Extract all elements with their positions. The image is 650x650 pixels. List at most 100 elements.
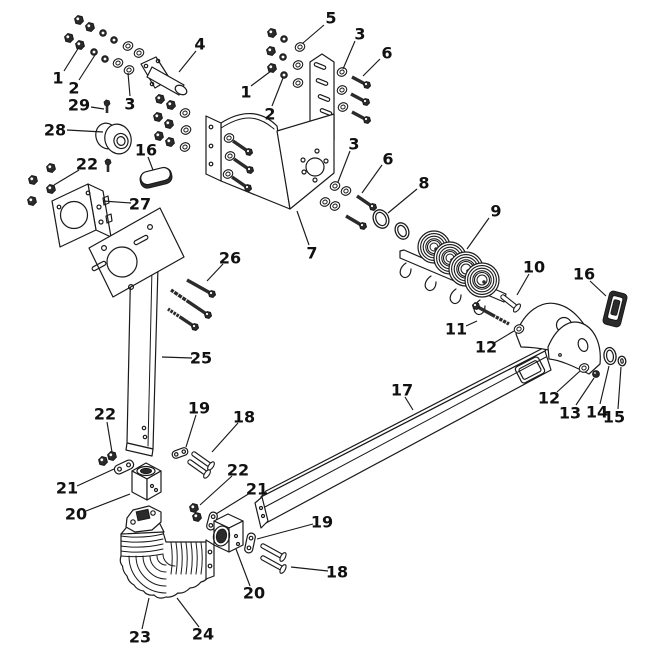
hex-nut <box>192 512 202 522</box>
callout-20-leader <box>235 548 251 587</box>
callout-26: 26 <box>206 249 241 282</box>
callout-2-leader <box>271 77 284 107</box>
callout-21-leader <box>76 468 115 487</box>
flat-washer <box>329 201 341 211</box>
callout-18-leader <box>290 566 329 572</box>
flat-washer <box>223 133 235 143</box>
callout-24-label: 24 <box>192 625 214 644</box>
callout-3-leader <box>337 150 351 183</box>
callout-22-leader <box>199 475 233 506</box>
callout-15-label: 15 <box>603 408 625 427</box>
hinge-pin <box>500 294 522 313</box>
callout-10-leader <box>516 273 530 296</box>
callout-8-leader <box>387 188 418 214</box>
callout-27-leader <box>102 200 132 204</box>
callout-6-leader <box>361 164 383 194</box>
callout-13-leader <box>575 377 595 406</box>
callout-1-leader <box>63 46 80 72</box>
callout-26-leader <box>206 263 224 282</box>
flat-washer <box>224 151 236 161</box>
flat-washer <box>179 142 191 152</box>
flat-washer <box>513 324 525 334</box>
part-16-end-cap-left <box>139 166 173 189</box>
callout-19-label: 19 <box>311 513 333 532</box>
callout-2-label: 2 <box>68 79 79 98</box>
callout-17-label: 17 <box>391 381 413 400</box>
hex-nut <box>98 456 108 466</box>
hex-bolt <box>233 157 255 175</box>
callout-22: 22 <box>199 461 249 506</box>
hex-nut <box>28 175 38 185</box>
callout-7: 7 <box>296 210 318 263</box>
callout-19-leader <box>256 523 314 540</box>
callout-22-label: 22 <box>227 461 249 480</box>
hex-nut <box>165 137 175 147</box>
flat-washer <box>179 108 191 118</box>
hex-nut <box>64 33 74 43</box>
callout-18-label: 18 <box>233 408 255 427</box>
callout-3: 3 <box>124 72 136 114</box>
callout-12-leader <box>556 370 581 393</box>
callout-12-leader <box>493 330 515 344</box>
callout-12: 12 <box>475 330 515 357</box>
flat-washer <box>180 125 192 135</box>
hex-nut <box>266 46 276 56</box>
callout-2-label: 2 <box>264 105 275 124</box>
hex-bolt <box>351 75 372 90</box>
callout-28-label: 28 <box>44 121 66 140</box>
callout-8-label: 8 <box>418 174 429 193</box>
hex-nut <box>75 40 85 50</box>
hex-nut <box>27 196 37 206</box>
callout-2: 2 <box>264 77 284 124</box>
callout-20-label: 20 <box>243 584 265 603</box>
hex-nut <box>107 451 117 461</box>
callout-20-label: 20 <box>65 505 87 524</box>
callout-21-label: 21 <box>246 480 268 499</box>
callout-28-leader <box>66 129 104 133</box>
callout-12-label: 12 <box>538 389 560 408</box>
flat-washer <box>329 181 341 191</box>
o-ring <box>603 346 617 366</box>
callout-15: 15 <box>603 366 625 427</box>
hex-nut <box>46 163 56 173</box>
ball <box>592 370 600 378</box>
callout-10-label: 10 <box>523 258 545 277</box>
callout-2: 2 <box>68 54 96 98</box>
part-28-roller-wheel <box>95 122 132 155</box>
callout-23: 23 <box>129 597 151 647</box>
callout-9-leader <box>466 217 490 250</box>
callout-9: 9 <box>466 202 502 250</box>
callout-29-label: 29 <box>68 96 90 115</box>
callout-10: 10 <box>516 258 545 296</box>
callout-3-leader <box>342 40 356 70</box>
part-17-end-plates <box>515 302 601 375</box>
hex-bolt <box>232 139 254 157</box>
callout-11-label: 11 <box>445 320 467 339</box>
callout-28: 28 <box>44 121 104 140</box>
callout-4-leader <box>178 50 197 73</box>
hinge-pin <box>187 459 211 479</box>
o-ring <box>394 222 410 240</box>
flat-washer <box>578 363 590 373</box>
callout-6-leader <box>362 58 381 77</box>
callout-11-leader <box>465 320 478 327</box>
part-25-support-column <box>88 207 185 457</box>
hex-nut <box>153 112 163 122</box>
callout-18-label: 18 <box>326 563 348 582</box>
hex-bolt <box>345 214 368 231</box>
callout-21: 21 <box>215 480 268 515</box>
part-20-pivot-block-lower <box>212 513 244 553</box>
part-27-channel-bracket <box>51 183 113 248</box>
callout-6-label: 6 <box>382 150 393 169</box>
callout-5-leader <box>302 24 325 44</box>
callout-16-label: 16 <box>573 265 595 284</box>
flat-washer <box>122 41 134 51</box>
callout-18: 18 <box>211 408 255 453</box>
callout-24-leader <box>176 597 200 628</box>
callout-25: 25 <box>161 349 212 368</box>
callout-16-leader <box>589 280 607 297</box>
part-4-roller-mount-pin <box>140 56 188 96</box>
callout-27-label: 27 <box>129 195 151 214</box>
